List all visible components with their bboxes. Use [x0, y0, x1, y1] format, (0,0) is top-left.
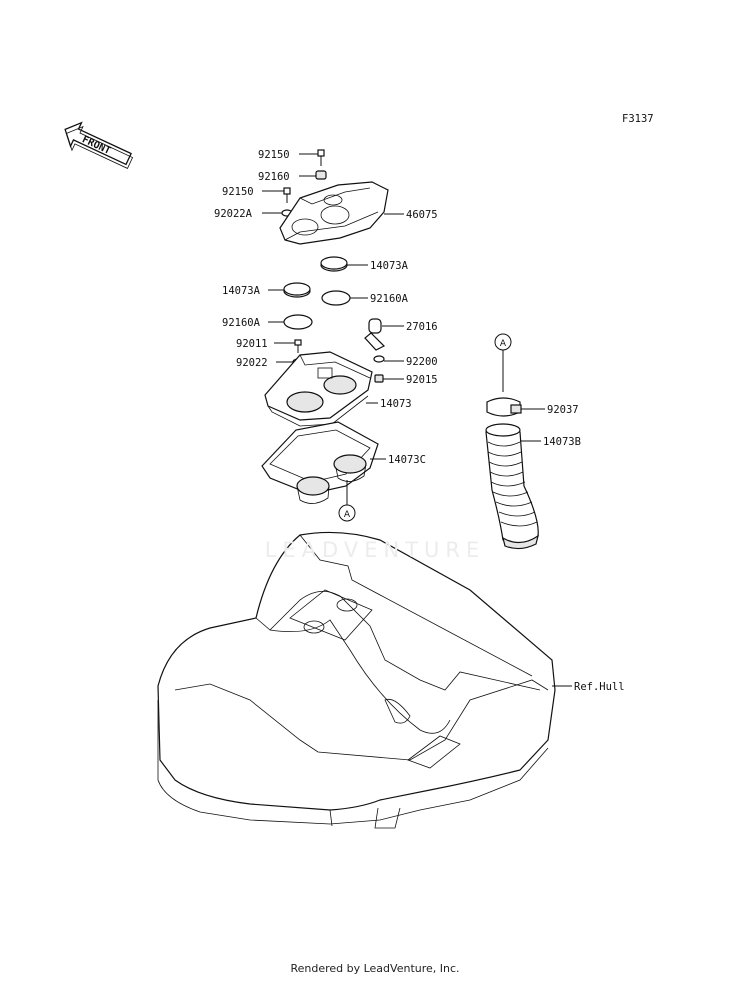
part-92037-clamp[interactable]: [486, 397, 522, 417]
svg-text:92160: 92160: [258, 171, 290, 183]
label-27016[interactable]: 27016: [382, 321, 438, 333]
part-92011-screw[interactable]: [294, 339, 302, 353]
part-14073-duct[interactable]: [264, 351, 373, 427]
label-92037[interactable]: 92037: [521, 404, 579, 416]
label-92150-top[interactable]: 92150: [258, 149, 318, 161]
svg-text:A: A: [344, 510, 351, 520]
label-14073a-right[interactable]: 14073A: [347, 260, 409, 272]
part-14073b-hose[interactable]: [485, 423, 539, 550]
ref-a-marker-upper: A: [494, 333, 512, 351]
part-92200-washer[interactable]: [373, 355, 385, 363]
label-92160a-right[interactable]: 92160A: [350, 293, 409, 305]
svg-text:14073A: 14073A: [222, 285, 261, 297]
svg-text:14073B: 14073B: [543, 436, 581, 448]
svg-text:Ref.Hull: Ref.Hull: [574, 681, 625, 693]
part-92150-side-bolt[interactable]: [283, 187, 291, 203]
part-92160-collar[interactable]: [315, 170, 327, 180]
svg-text:A: A: [500, 339, 507, 349]
svg-text:14073: 14073: [380, 398, 412, 410]
svg-text:92160A: 92160A: [222, 317, 261, 329]
part-92160a-left-ring[interactable]: [283, 314, 313, 330]
part-92150-top-bolt[interactable]: [317, 149, 325, 166]
svg-text:92150: 92150: [222, 186, 254, 198]
label-92022[interactable]: 92022: [236, 357, 293, 369]
part-46075-vent-cover[interactable]: [279, 181, 389, 245]
part-27016-cap[interactable]: [364, 318, 386, 351]
svg-text:46075: 46075: [406, 209, 438, 221]
label-92022a[interactable]: 92022A: [214, 208, 282, 220]
label-92015[interactable]: 92015: [383, 374, 438, 386]
svg-text:92037: 92037: [547, 404, 579, 416]
part-14073a-right-rubber[interactable]: [320, 256, 348, 272]
footer-credit: Rendered by LeadVenture, Inc.: [290, 962, 460, 975]
watermark: LEADVENTURE: [264, 538, 486, 562]
svg-text:92022: 92022: [236, 357, 268, 369]
part-92015-nut[interactable]: [374, 374, 384, 383]
label-14073[interactable]: 14073: [366, 398, 412, 410]
svg-text:14073A: 14073A: [370, 260, 409, 272]
label-92160[interactable]: 92160: [258, 171, 316, 183]
svg-text:92015: 92015: [406, 374, 438, 386]
label-14073a-left[interactable]: 14073A: [222, 285, 284, 297]
svg-text:27016: 27016: [406, 321, 438, 333]
svg-text:14073C: 14073C: [388, 454, 426, 466]
figure-code: F3137: [622, 113, 654, 125]
svg-text:92022A: 92022A: [214, 208, 253, 220]
label-92160a-left[interactable]: 92160A: [222, 317, 284, 329]
ref-hull[interactable]: [157, 531, 556, 829]
svg-text:92200: 92200: [406, 356, 438, 368]
label-92200[interactable]: 92200: [384, 356, 438, 368]
svg-text:92160A: 92160A: [370, 293, 409, 305]
front-arrow-icon: FRONT: [64, 121, 134, 169]
part-92160a-right-ring[interactable]: [321, 290, 351, 306]
label-46075[interactable]: 46075: [384, 209, 438, 221]
label-92150-side[interactable]: 92150: [222, 186, 284, 198]
label-14073b[interactable]: 14073B: [520, 436, 581, 448]
svg-text:92150: 92150: [258, 149, 290, 161]
svg-text:92011: 92011: [236, 338, 268, 350]
ref-a-marker-lower: A: [338, 504, 356, 522]
part-14073a-left-rubber[interactable]: [283, 282, 311, 298]
label-92011[interactable]: 92011: [236, 338, 295, 350]
label-ref-hull[interactable]: Ref.Hull: [552, 681, 625, 693]
label-14073c[interactable]: 14073C: [370, 454, 426, 466]
part-14073c-duct-base[interactable]: [261, 421, 379, 504]
